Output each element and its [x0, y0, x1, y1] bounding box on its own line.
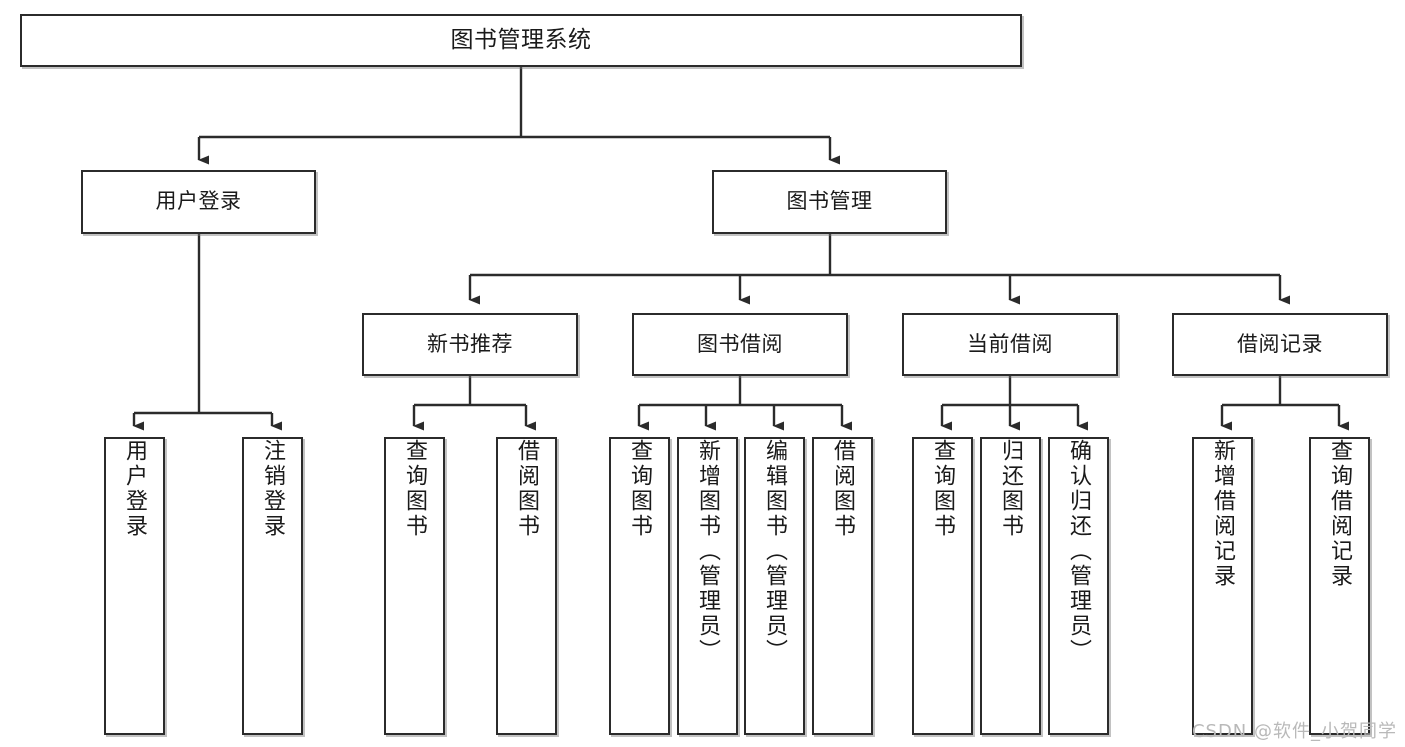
node-root-label: 图书管理系统	[450, 26, 592, 53]
node-leaf-label: 查询借阅记录	[1327, 439, 1353, 589]
node-book-borrow-label: 图书借阅	[697, 331, 783, 356]
node-user-login-label: 用户登录	[155, 189, 242, 214]
node-leaf-user-login[interactable]: 用户登录	[104, 437, 165, 735]
node-leaf-confirm-return-admin[interactable]: 确认归还（管理员）	[1048, 437, 1109, 735]
edges-root	[197, 67, 840, 165]
edges-user-login	[132, 234, 282, 431]
node-leaf-borrow-book-rec[interactable]: 借阅图书	[496, 437, 557, 735]
node-leaf-query-book-borrow[interactable]: 查询图书	[609, 437, 670, 735]
node-leaf-return-book[interactable]: 归还图书	[980, 437, 1041, 735]
node-leaf-query-book-rec[interactable]: 查询图书	[384, 437, 445, 735]
node-leaf-label: 确认归还（管理员）	[1066, 439, 1092, 664]
node-leaf-label: 编辑图书（管理员）	[762, 439, 788, 664]
node-leaf-label: 用户登录	[122, 439, 148, 539]
edges-new-book-rec	[412, 376, 536, 431]
node-leaf-query-book-current[interactable]: 查询图书	[912, 437, 973, 735]
node-leaf-add-borrow-record[interactable]: 新增借阅记录	[1192, 437, 1253, 735]
edges-current-borrow	[940, 376, 1088, 431]
node-leaf-logout[interactable]: 注销登录	[242, 437, 303, 735]
node-leaf-label: 归还图书	[998, 439, 1024, 539]
node-leaf-edit-book-admin[interactable]: 编辑图书（管理员）	[744, 437, 805, 735]
node-new-book-recommend-label: 新书推荐	[427, 331, 513, 356]
edges-book-manage	[468, 234, 1290, 305]
node-leaf-label: 查询图书	[930, 439, 956, 539]
node-borrow-record-label: 借阅记录	[1237, 331, 1323, 356]
node-borrow-record[interactable]: 借阅记录	[1172, 313, 1388, 376]
edges-borrow-record	[1220, 376, 1349, 431]
node-leaf-add-book-admin[interactable]: 新增图书（管理员）	[677, 437, 738, 735]
node-leaf-label: 新增图书（管理员）	[695, 439, 721, 664]
node-book-management-label: 图书管理	[786, 189, 873, 214]
node-user-login[interactable]: 用户登录	[81, 170, 316, 234]
node-leaf-label: 注销登录	[260, 439, 286, 539]
node-root[interactable]: 图书管理系统	[20, 14, 1022, 67]
node-leaf-query-borrow-record[interactable]: 查询借阅记录	[1309, 437, 1370, 735]
node-current-borrow[interactable]: 当前借阅	[902, 313, 1118, 376]
edges-book-borrow	[637, 376, 852, 431]
node-leaf-label: 借阅图书	[514, 439, 540, 539]
node-current-borrow-label: 当前借阅	[967, 331, 1053, 356]
node-leaf-label: 查询图书	[402, 439, 428, 539]
node-leaf-label: 查询图书	[627, 439, 653, 539]
node-leaf-label: 新增借阅记录	[1210, 439, 1236, 589]
node-leaf-label: 借阅图书	[830, 439, 856, 539]
node-new-book-recommend[interactable]: 新书推荐	[362, 313, 578, 376]
node-leaf-borrow-book[interactable]: 借阅图书	[812, 437, 873, 735]
node-book-borrow[interactable]: 图书借阅	[632, 313, 848, 376]
node-book-management[interactable]: 图书管理	[712, 170, 947, 234]
